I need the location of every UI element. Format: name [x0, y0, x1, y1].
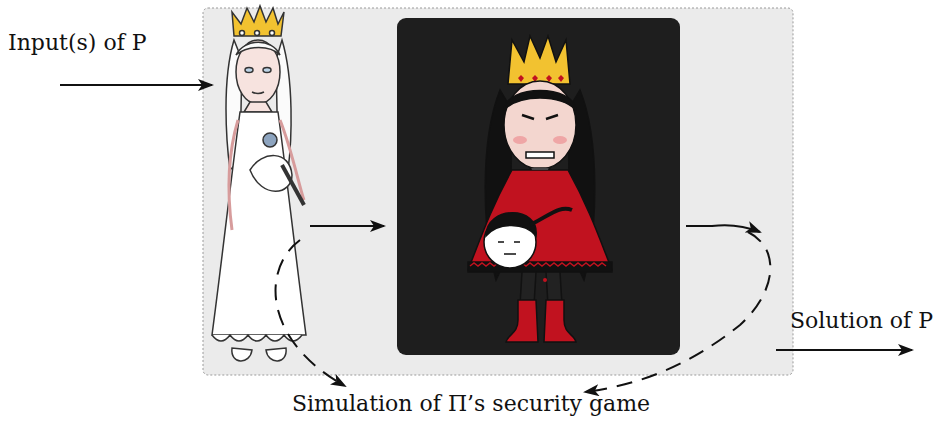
input-arrow [60, 84, 212, 86]
simulation-dashed-arrow [276, 240, 345, 386]
label-text: Simulation of Π’s security game [292, 391, 650, 417]
white-queen [212, 6, 306, 361]
query-arrow [310, 225, 384, 227]
output-arrow [776, 349, 912, 351]
label-text: Input(s) of P [8, 30, 147, 56]
simulation-dashed-arrow [585, 232, 770, 392]
black-box [397, 18, 680, 355]
answer-arrow [686, 225, 760, 232]
red-queen [468, 36, 612, 342]
label-text: Solution of P [790, 308, 933, 334]
simulation-panel [203, 8, 793, 375]
